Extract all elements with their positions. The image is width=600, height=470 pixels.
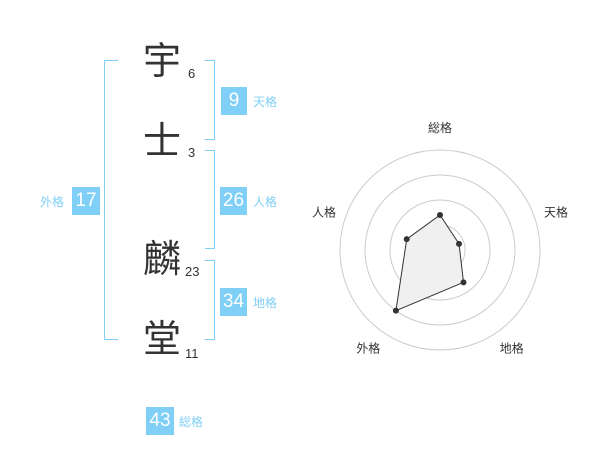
jinkaku-badge: 26 bbox=[220, 187, 247, 215]
radar-axis-label: 外格 bbox=[356, 341, 380, 356]
radar-point-3 bbox=[460, 279, 467, 286]
radar-ring bbox=[364, 174, 516, 326]
radar-points bbox=[392, 212, 467, 314]
radar-axis-label: 総格 bbox=[428, 120, 452, 135]
gaikaku-label: 外格 bbox=[40, 195, 65, 209]
stroke-count-3: 23 bbox=[185, 264, 200, 279]
name-char-1: 宇 bbox=[143, 39, 182, 83]
name-char-3: 麟 bbox=[143, 237, 182, 281]
soukaku-badge: 43 bbox=[146, 407, 174, 435]
radar-axis-label: 人格 bbox=[312, 204, 336, 219]
tenkaku-bracket bbox=[205, 60, 215, 140]
jinkaku-label: 人格 bbox=[253, 195, 278, 209]
chikaku-label: 地格 bbox=[253, 296, 278, 310]
gaikaku-bracket bbox=[104, 60, 118, 340]
gaikaku-badge: 17 bbox=[72, 187, 100, 215]
radar-point-4 bbox=[392, 307, 399, 314]
soukaku-label: 総格 bbox=[179, 415, 204, 429]
stroke-count-1: 6 bbox=[188, 66, 196, 81]
chikaku-bracket bbox=[205, 260, 215, 340]
radar-point-2 bbox=[456, 240, 463, 247]
radar-ring bbox=[339, 149, 541, 351]
radar-polygon bbox=[395, 214, 465, 312]
jinkaku-bracket bbox=[205, 150, 215, 249]
radar-point-5 bbox=[403, 236, 410, 243]
radar-point-1 bbox=[437, 212, 443, 218]
radar-ring bbox=[389, 199, 491, 301]
radar-axis-label: 天格 bbox=[544, 204, 568, 219]
tenkaku-badge: 9 bbox=[221, 87, 247, 115]
name-char-2: 士 bbox=[143, 119, 182, 163]
chikaku-badge: 34 bbox=[220, 288, 247, 316]
radar-axis-label: 地格 bbox=[500, 341, 524, 356]
tenkaku-label: 天格 bbox=[253, 95, 278, 109]
stroke-count-4: 11 bbox=[185, 346, 199, 361]
stroke-count-2: 3 bbox=[188, 145, 196, 160]
name-char-4: 堂 bbox=[143, 317, 182, 361]
